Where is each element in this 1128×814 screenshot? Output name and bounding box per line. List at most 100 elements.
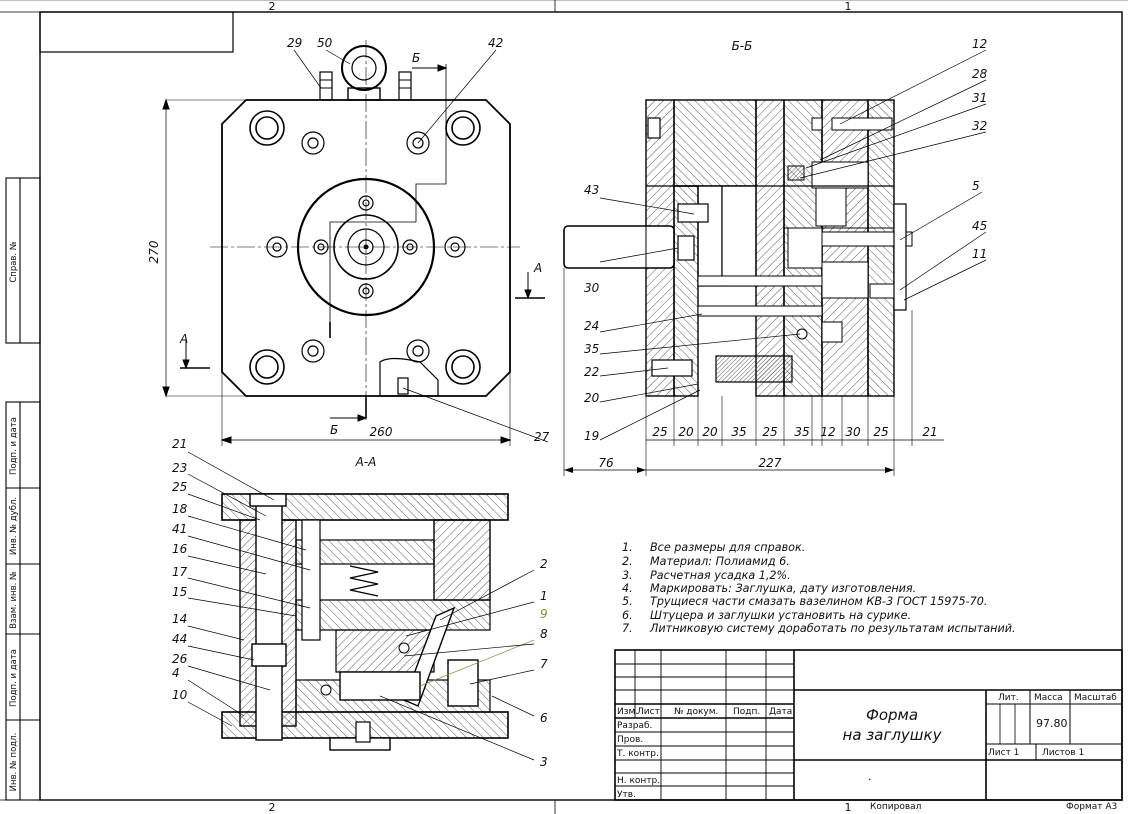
callout-number: 3 [540, 755, 548, 769]
callout-number: 24 [584, 319, 599, 333]
dimension-270: 270 [147, 240, 161, 263]
row-nkontr: Н. контр. [617, 776, 660, 786]
zone-number: 1 [845, 801, 852, 814]
callout-number: 7 [540, 657, 548, 671]
hdr-izm: Изм. [617, 707, 638, 717]
inv-dubl-label: Инв. № дубл. [9, 497, 19, 555]
side-stamp-labels: Справ. № Подп. и дата Инв. № дубл. Взам.… [9, 241, 19, 791]
callout-number: 43 [584, 183, 599, 197]
dimension-chain: 30 [845, 425, 861, 439]
callout-number: 23 [172, 461, 187, 475]
callout-number: 17 [172, 565, 188, 579]
hdr-docnum: № докум. [674, 707, 718, 717]
note-text: Расчетная усадка 1,2%. [650, 569, 791, 582]
cut-label: А [179, 332, 188, 346]
callout-number: 25 [172, 480, 187, 494]
masshtab-label: Масштаб [1074, 693, 1117, 703]
cut-label: А [533, 261, 542, 275]
callout-number: 22 [584, 365, 599, 379]
callout-number: 44 [172, 632, 187, 646]
row-utv: Утв. [617, 790, 636, 800]
callout-number: 18 [172, 502, 188, 516]
dimension-chain: 25 [652, 425, 667, 439]
section-aa [187, 451, 535, 761]
callout-number: 11 [972, 247, 987, 261]
callout-number: 9 [540, 607, 548, 621]
note-text: Трущиеся части смазать вазелином КВ-3 ГО… [650, 595, 988, 608]
callout-number: 28 [972, 67, 988, 81]
podp-data-label: Подп. и дата [9, 417, 19, 475]
callout-number: 14 [172, 612, 187, 626]
top-view-labels: 29 50 42 27 Б Б А А 270 260 А-А Б-Б [147, 36, 752, 469]
vzam-inv-label: Взам. инв. № [9, 571, 19, 629]
callout-number: 2 [540, 557, 548, 571]
note-text: Штуцера и заглушки установить на сурике. [650, 609, 912, 622]
callout-number: 16 [172, 542, 188, 556]
section-aa-labels: 21 23 25 18 41 16 17 15 14 44 26 4 10 2 … [172, 437, 548, 769]
callout-number: 1 [540, 589, 548, 603]
inv-podl-label: Инв. № подл. [9, 733, 19, 792]
note-item: 4. Маркировать: Заглушка, дату изготовлен… [622, 582, 916, 595]
row-prov: Пров. [617, 735, 643, 745]
note-text: Литниковую систему доработать по результ… [650, 622, 1016, 635]
dimension-chain: 25 [762, 425, 777, 439]
callout-number: 21 [172, 437, 187, 451]
callout-number: 42 [488, 36, 503, 50]
sheet-number: Лист 1 [988, 748, 1019, 758]
row-tkontr: Т. контр. [616, 749, 659, 759]
side-stamp [5, 177, 41, 801]
hdr-data: Дата [769, 707, 792, 717]
title-block [614, 649, 1123, 801]
top-view [162, 40, 549, 446]
view-title-aa: А-А [355, 455, 377, 469]
dimension-chain: 20 [678, 425, 694, 439]
lit-label: Лит. [998, 693, 1019, 703]
note-text: Маркировать: Заглушка, дату изготовления… [650, 582, 917, 595]
podp-data-label-2: Подп. и дата [9, 649, 19, 707]
dimension-76: 76 [598, 456, 614, 470]
callout-number: 6 [540, 711, 548, 725]
callout-number: 12 [972, 37, 987, 51]
hdr-list: Лист [637, 707, 660, 717]
callout-number: 15 [172, 585, 187, 599]
note-item: 6.Штуцера и заглушки установить на сурик… [622, 609, 911, 622]
note-item: 5. Трущиеся части смазать вазелином КВ-3 … [622, 595, 987, 608]
note-number: 2. [622, 555, 633, 568]
cut-label: Б [412, 51, 420, 65]
hdr-podp: Подп. [733, 707, 760, 717]
callout-number: 35 [584, 342, 599, 356]
callout-number: 5 [972, 179, 980, 193]
dimension-227: 227 [759, 456, 782, 470]
copied-label: Копировал [870, 802, 921, 812]
cut-label: Б [330, 423, 338, 437]
view-title-bb: Б-Б [732, 39, 753, 53]
callout-number: 10 [172, 688, 188, 702]
callout-number: 45 [972, 219, 987, 233]
section-bb-labels: 12 28 31 32 5 45 11 43 30 24 35 22 20 19… [584, 37, 988, 470]
callout-number: 19 [584, 429, 599, 443]
note-number: 7. [622, 622, 633, 635]
callout-number: 8 [540, 627, 548, 641]
title-dot: . [868, 770, 872, 783]
note-number: 4. [622, 582, 633, 595]
note-text: Материал: Полиамид 6. [650, 555, 790, 568]
dimension-chain: 35 [731, 425, 746, 439]
sprav-label: Справ. № [9, 241, 19, 283]
note-item: 2. Материал: Полиамид 6. [622, 555, 790, 568]
zone-numbers: 2 1 2 1 [269, 0, 852, 814]
dimension-chain: 21 [922, 425, 937, 439]
callout-number: 41 [172, 522, 187, 536]
sheets-count: Листов 1 [1042, 748, 1084, 758]
callout-number: 31 [972, 91, 987, 105]
dimension-chain: 20 [702, 425, 718, 439]
dimension-chain: 25 [873, 425, 888, 439]
zone-number: 2 [269, 801, 276, 814]
drawing-title-line2: на заглушку [843, 726, 943, 744]
callout-number: 32 [972, 119, 987, 133]
drawing-title-line1: Форма [866, 706, 918, 724]
note-number: 5. [622, 595, 633, 608]
format-label: Формат А3 [1066, 802, 1117, 812]
massa-label: Масса [1034, 693, 1063, 703]
mass-value: 97.80 [1036, 717, 1068, 730]
